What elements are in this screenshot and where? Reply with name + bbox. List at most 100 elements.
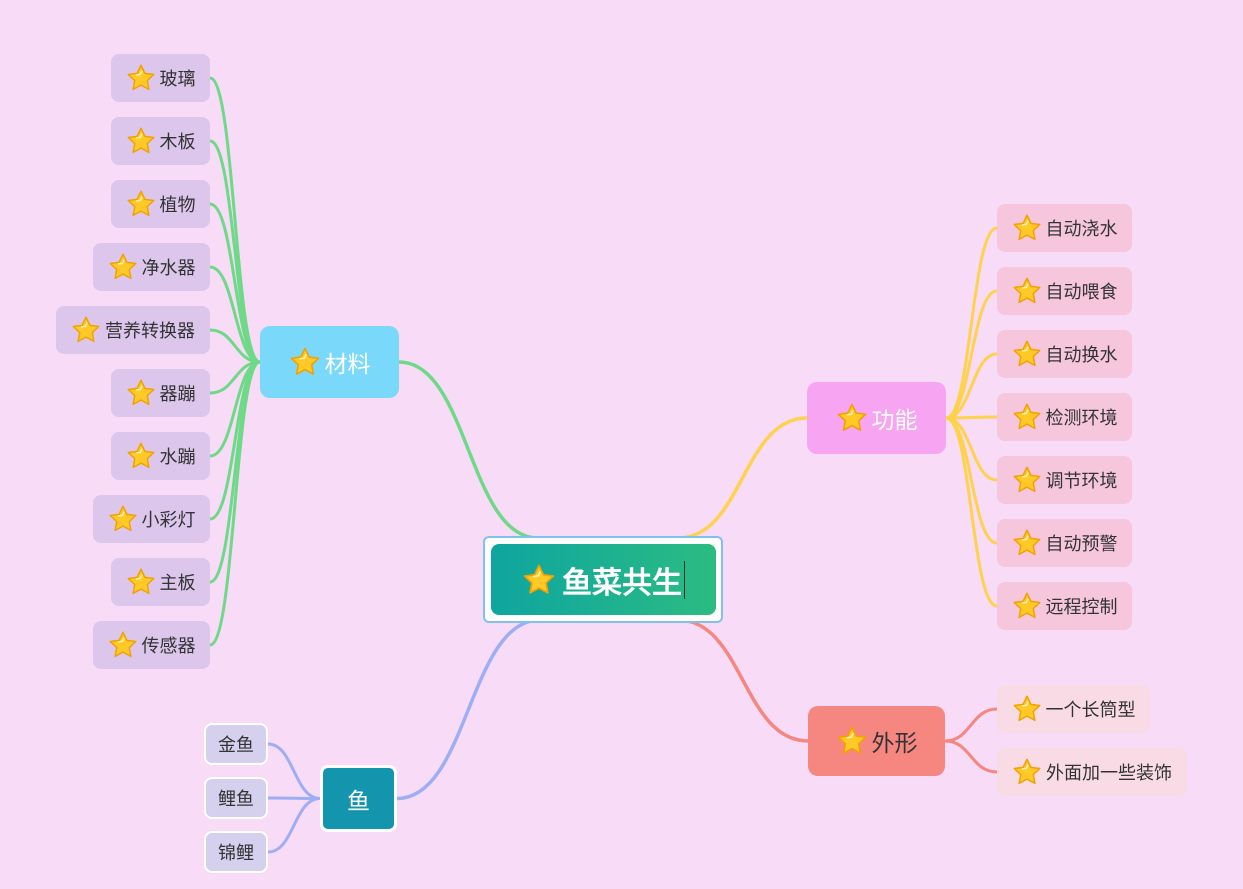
leaf-node[interactable]: 鲤鱼: [204, 777, 268, 819]
star-icon: [109, 631, 136, 658]
star-icon: [1013, 403, 1040, 430]
leaf-node[interactable]: 小彩灯: [93, 495, 210, 543]
leaf-label: 玻璃: [159, 69, 196, 90]
leaf-node[interactable]: 自动预警: [997, 519, 1132, 567]
star-icon: [72, 316, 100, 343]
branch-node-materials[interactable]: 材料: [260, 326, 399, 398]
star-icon: [127, 442, 154, 469]
leaf-node[interactable]: 自动换水: [997, 330, 1132, 378]
branch-label: 功能: [871, 408, 918, 434]
leaf-node[interactable]: 净水器: [93, 243, 210, 291]
leaf-node[interactable]: 木板: [111, 117, 210, 165]
star-icon: [127, 379, 154, 406]
leaf-label: 自动换水: [1045, 345, 1118, 366]
leaf-label: 检测环境: [1045, 408, 1118, 429]
star-icon: [127, 64, 154, 91]
leaf-node[interactable]: 主板: [111, 558, 210, 606]
leaf-node[interactable]: 水蹦: [111, 432, 210, 480]
root-label: 鱼菜共生: [562, 565, 682, 601]
connector-line: [208, 76, 262, 364]
star-icon: [1013, 340, 1040, 367]
leaf-node[interactable]: 器蹦: [111, 369, 210, 417]
leaf-node[interactable]: 检测环境: [997, 393, 1132, 441]
star-icon: [127, 568, 154, 595]
star-icon: [1013, 592, 1040, 619]
leaf-node[interactable]: 自动喂食: [997, 267, 1132, 315]
leaf-label: 净水器: [141, 258, 196, 279]
leaf-node[interactable]: 远程控制: [997, 582, 1132, 630]
star-icon: [127, 190, 154, 217]
leaf-node[interactable]: 调节环境: [997, 456, 1132, 504]
connector-line: [395, 618, 542, 801]
star-icon: [290, 347, 319, 375]
leaf-node[interactable]: 锦鲤: [204, 831, 268, 873]
branch-node-functions[interactable]: 功能: [807, 382, 946, 454]
leaf-label: 远程控制: [1045, 597, 1118, 618]
leaf-label: 外面加一些装饰: [1046, 763, 1172, 784]
connector-line: [208, 360, 262, 458]
connector-line: [944, 415, 999, 420]
leaf-node[interactable]: 金鱼: [204, 723, 268, 765]
star-icon: [1013, 695, 1040, 722]
leaf-label: 锦鲤: [218, 843, 254, 864]
leaf-node[interactable]: 一个长筒型: [997, 685, 1150, 733]
connector-line: [266, 796, 322, 800]
connector-line: [208, 360, 262, 647]
leaf-label: 自动浇水: [1045, 219, 1118, 240]
branch-node-fish[interactable]: 鱼: [320, 765, 397, 832]
leaf-label: 传感器: [141, 636, 196, 657]
leaf-node[interactable]: 传感器: [93, 621, 210, 669]
star-icon: [837, 726, 866, 754]
star-icon: [1013, 214, 1040, 241]
star-icon: [1013, 529, 1040, 556]
connector-line: [208, 360, 262, 395]
connector-line: [266, 742, 322, 800]
leaf-label: 主板: [159, 573, 196, 594]
star-icon: [523, 564, 555, 594]
connector-line: [943, 739, 999, 774]
connector-line: [208, 202, 262, 364]
branch-node-shape[interactable]: 外形: [808, 706, 945, 776]
star-icon: [1013, 277, 1040, 304]
leaf-label: 水蹦: [159, 447, 196, 468]
leaf-label: 自动喂食: [1045, 282, 1118, 303]
leaf-label: 鲤鱼: [218, 789, 254, 810]
connector-line: [944, 289, 999, 420]
leaf-label: 器蹦: [159, 384, 196, 405]
star-icon: [109, 253, 136, 280]
star-icon: [1013, 758, 1041, 785]
leaf-node[interactable]: 营养转换器: [56, 306, 210, 354]
star-icon: [837, 403, 866, 431]
leaf-label: 植物: [159, 195, 196, 216]
connector-line: [208, 139, 262, 364]
connector-line: [944, 416, 999, 608]
star-icon: [127, 127, 154, 154]
branch-label: 鱼: [347, 788, 370, 815]
leaf-label: 调节环境: [1045, 471, 1118, 492]
root-node[interactable]: 鱼菜共生: [491, 544, 716, 615]
leaf-node[interactable]: 外面加一些装饰: [997, 748, 1187, 796]
connector-line: [208, 360, 262, 521]
connector-line: [397, 360, 540, 540]
connector-line: [943, 707, 999, 743]
leaf-node[interactable]: 玻璃: [111, 54, 210, 102]
connector-line: [944, 416, 999, 482]
leaf-label: 一个长筒型: [1045, 700, 1136, 721]
connector-line: [208, 360, 262, 584]
leaf-node[interactable]: 植物: [111, 180, 210, 228]
leaf-node[interactable]: 自动浇水: [997, 204, 1132, 252]
connector-line: [944, 416, 999, 545]
connector-line: [944, 226, 999, 420]
leaf-label: 营养转换器: [105, 321, 195, 342]
branch-label: 外形: [871, 731, 918, 757]
star-icon: [1013, 466, 1040, 493]
branch-label: 材料: [324, 352, 371, 378]
text-cursor: [684, 560, 685, 599]
connector-line: [944, 352, 999, 420]
connector-line: [208, 328, 262, 364]
connector-line: [676, 416, 809, 540]
leaf-label: 小彩灯: [141, 510, 196, 531]
leaf-label: 木板: [159, 132, 196, 153]
star-icon: [109, 505, 136, 532]
leaf-label: 金鱼: [218, 735, 254, 756]
